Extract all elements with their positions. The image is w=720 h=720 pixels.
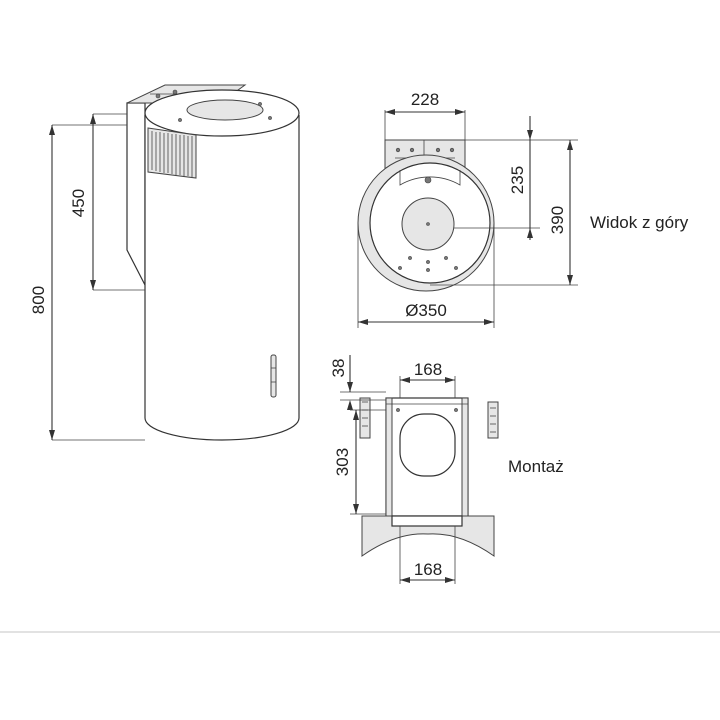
dimension-390-label: 390: [548, 206, 567, 234]
dimension-450: 450: [69, 113, 145, 291]
top-view: 228 235 390 Ø350 Wi: [357, 90, 689, 328]
top-view-label: Widok z góry: [590, 213, 689, 232]
dimension-228: 228: [384, 90, 466, 140]
dimension-390: 390: [430, 139, 578, 286]
dimension-800-label: 800: [29, 286, 48, 314]
side-view: 800 450: [29, 84, 300, 441]
dimension-450-label: 450: [69, 189, 88, 217]
mounting-opening: [399, 413, 456, 477]
dimension-168-top-label: 168: [414, 360, 442, 379]
mounting-view: 38 168 303 168 Mont: [329, 355, 564, 584]
dimension-235-label: 235: [508, 166, 527, 194]
dimension-168-top: 168: [399, 360, 456, 398]
dimension-168-bottom-label: 168: [414, 560, 442, 579]
mounting-label: Montaż: [508, 457, 564, 476]
ventilation-grille: [147, 127, 197, 179]
dimension-diameter-350: Ø350: [357, 223, 495, 328]
dimension-303-label: 303: [333, 448, 352, 476]
dimension-168-bottom: 168: [399, 548, 456, 584]
dimension-235: 235: [454, 116, 540, 240]
outlet-opening: [186, 99, 264, 121]
dimension-228-label: 228: [411, 90, 439, 109]
control-knob: [270, 354, 277, 398]
chimney-plate: [126, 102, 146, 286]
dimension-800: 800: [29, 124, 145, 441]
dimension-diameter-350-label: Ø350: [405, 301, 447, 320]
dimension-303: 303: [333, 409, 386, 515]
hood-cylinder: [144, 115, 300, 441]
dimension-38-label: 38: [329, 359, 348, 378]
dimension-38: 38: [329, 355, 386, 410]
